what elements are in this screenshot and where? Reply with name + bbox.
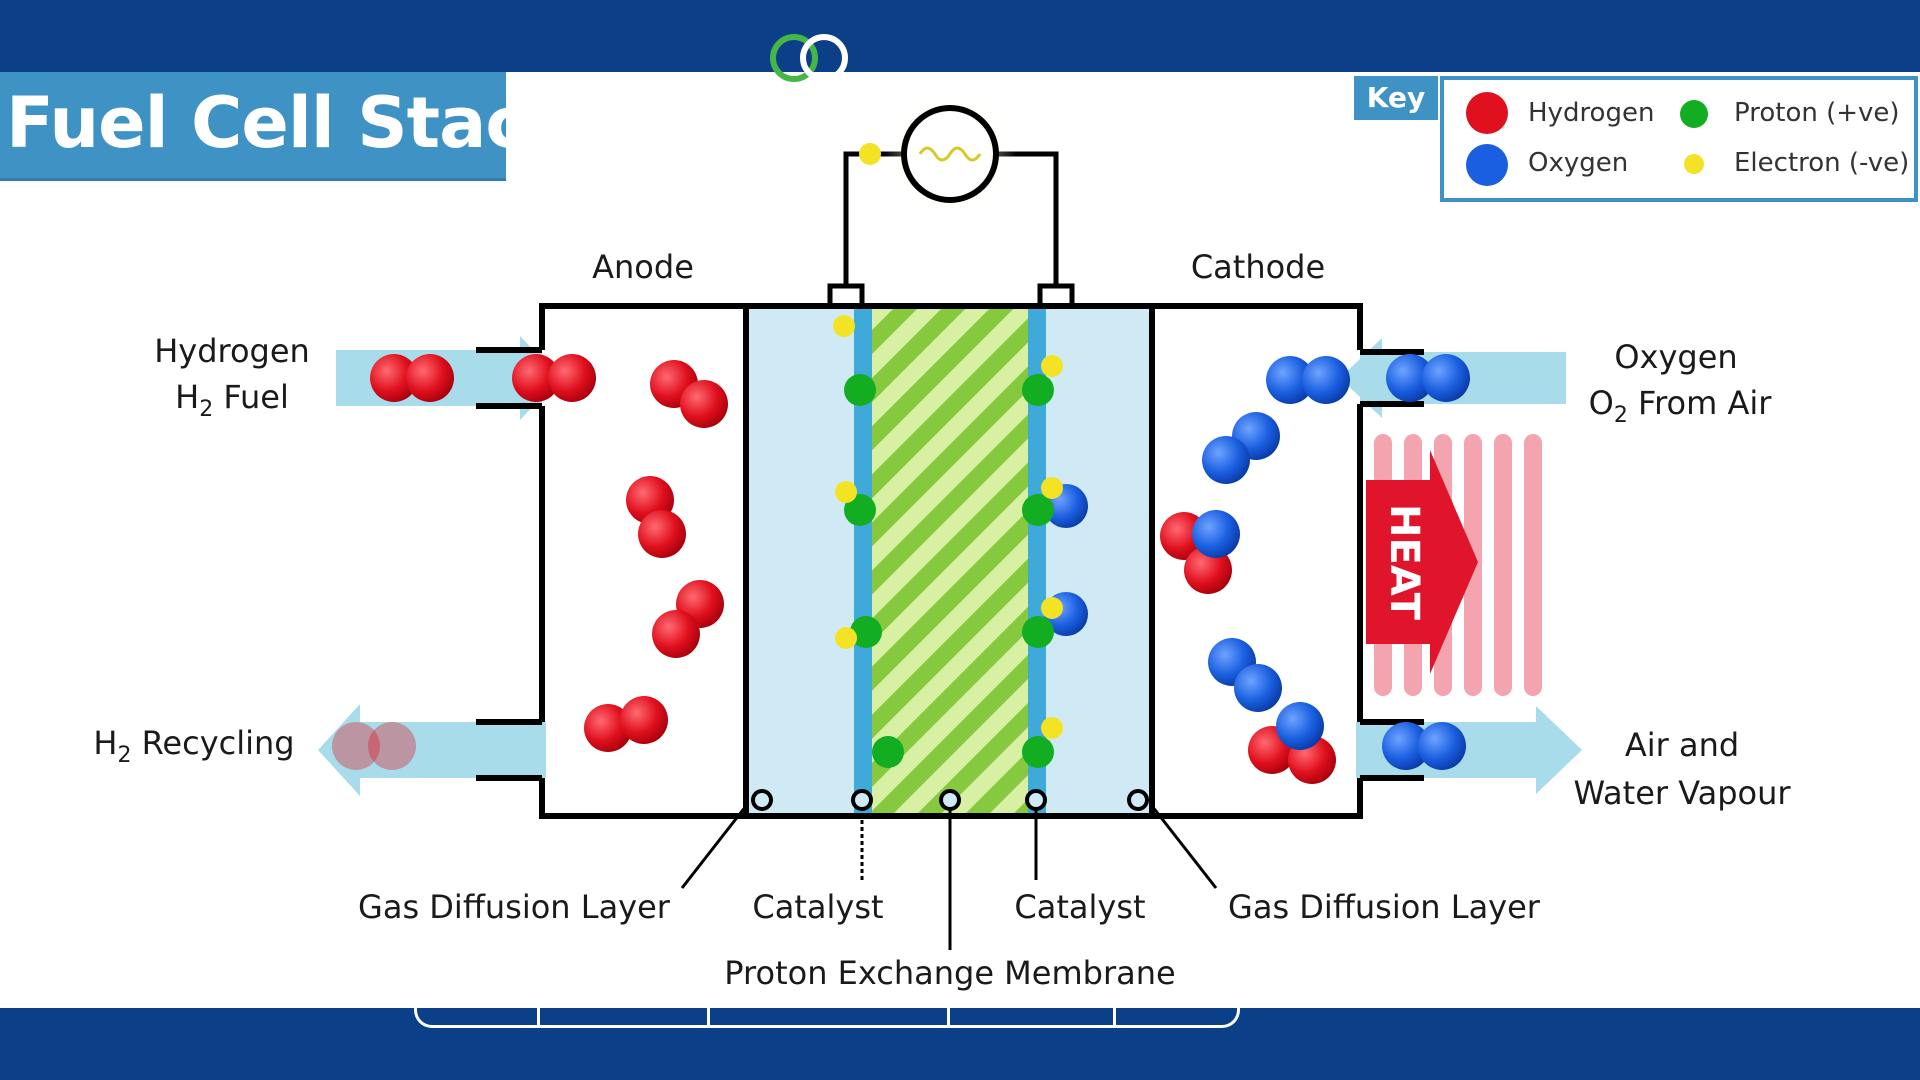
electron-key-dot <box>1684 154 1704 174</box>
top-band <box>0 0 1920 72</box>
bottom-band <box>0 1008 1920 1080</box>
pointer-gdl-right <box>1127 789 1149 811</box>
catalyst-right-label: Catalyst <box>1014 888 1145 926</box>
outlet-arrow <box>1536 706 1582 794</box>
oxygen-inlet-arrow <box>1340 338 1382 418</box>
catalyst-layer-right <box>1028 306 1046 814</box>
gdl-left-label: Gas Diffusion Layer <box>358 888 671 926</box>
pointer-catalyst-right <box>1025 789 1047 811</box>
pointer-catalyst-left <box>851 789 873 811</box>
key-label-electron: Electron (-ve) <box>1734 148 1910 178</box>
pem-label: Proton Exchange Membrane <box>724 954 1175 992</box>
gas-diffusion-layer-left <box>746 306 854 814</box>
logo-ring-cap <box>770 34 850 72</box>
pointer-gdl-left <box>751 789 773 811</box>
hydrogen-fuel-label: Hydrogen <box>154 332 310 370</box>
gdl-right-label: Gas Diffusion Layer <box>1228 888 1541 926</box>
oxygen-key-dot <box>1466 144 1508 186</box>
title-banner: Fuel Cell Stack <box>0 72 572 181</box>
outlet-label-1: Air and <box>1625 726 1739 764</box>
proton-exchange-membrane <box>872 306 1028 814</box>
hydrogen-fuel-sublabel: H2 Fuel <box>175 378 289 422</box>
bottom-tab-strip <box>414 1008 1240 1028</box>
circuit-electron <box>859 143 881 165</box>
bulb-filament <box>918 146 982 162</box>
key-tab: Key <box>1354 76 1438 120</box>
key-label-oxygen: Oxygen <box>1528 148 1629 178</box>
proton-particles <box>844 374 1054 768</box>
oxygen-label: Oxygen <box>1614 338 1737 376</box>
oxygen-air-label: O2 From Air <box>1589 384 1773 428</box>
heat-label: HEAT <box>1381 504 1427 621</box>
outlet-label-2: Water Vapour <box>1573 774 1791 812</box>
catalyst-layer-left <box>854 306 872 814</box>
anode-housing <box>539 303 1363 350</box>
page-title: Fuel Cell Stack <box>6 82 572 164</box>
recycle-arrow <box>318 704 360 796</box>
anode-label: Anode <box>592 248 694 286</box>
recycling-label: H2 Recycling <box>93 724 294 768</box>
hydrogen-key-dot <box>1466 92 1508 134</box>
key-label-hydrogen: Hydrogen <box>1528 98 1655 128</box>
proton-key-dot <box>1680 100 1708 128</box>
key-legend: Hydrogen Proton (+ve) Oxygen Electron (-… <box>1440 76 1918 202</box>
cathode-label: Cathode <box>1191 248 1325 286</box>
hydrogen-molecules <box>332 354 728 770</box>
heat-arrow <box>1366 450 1478 674</box>
electron-particles <box>833 315 1063 739</box>
oxygen-molecules <box>1202 354 1470 770</box>
key-label-proton: Proton (+ve) <box>1734 98 1900 128</box>
catalyst-left-label: Catalyst <box>752 888 883 926</box>
recycle-channel <box>360 722 546 778</box>
pointer-membrane <box>939 789 961 811</box>
